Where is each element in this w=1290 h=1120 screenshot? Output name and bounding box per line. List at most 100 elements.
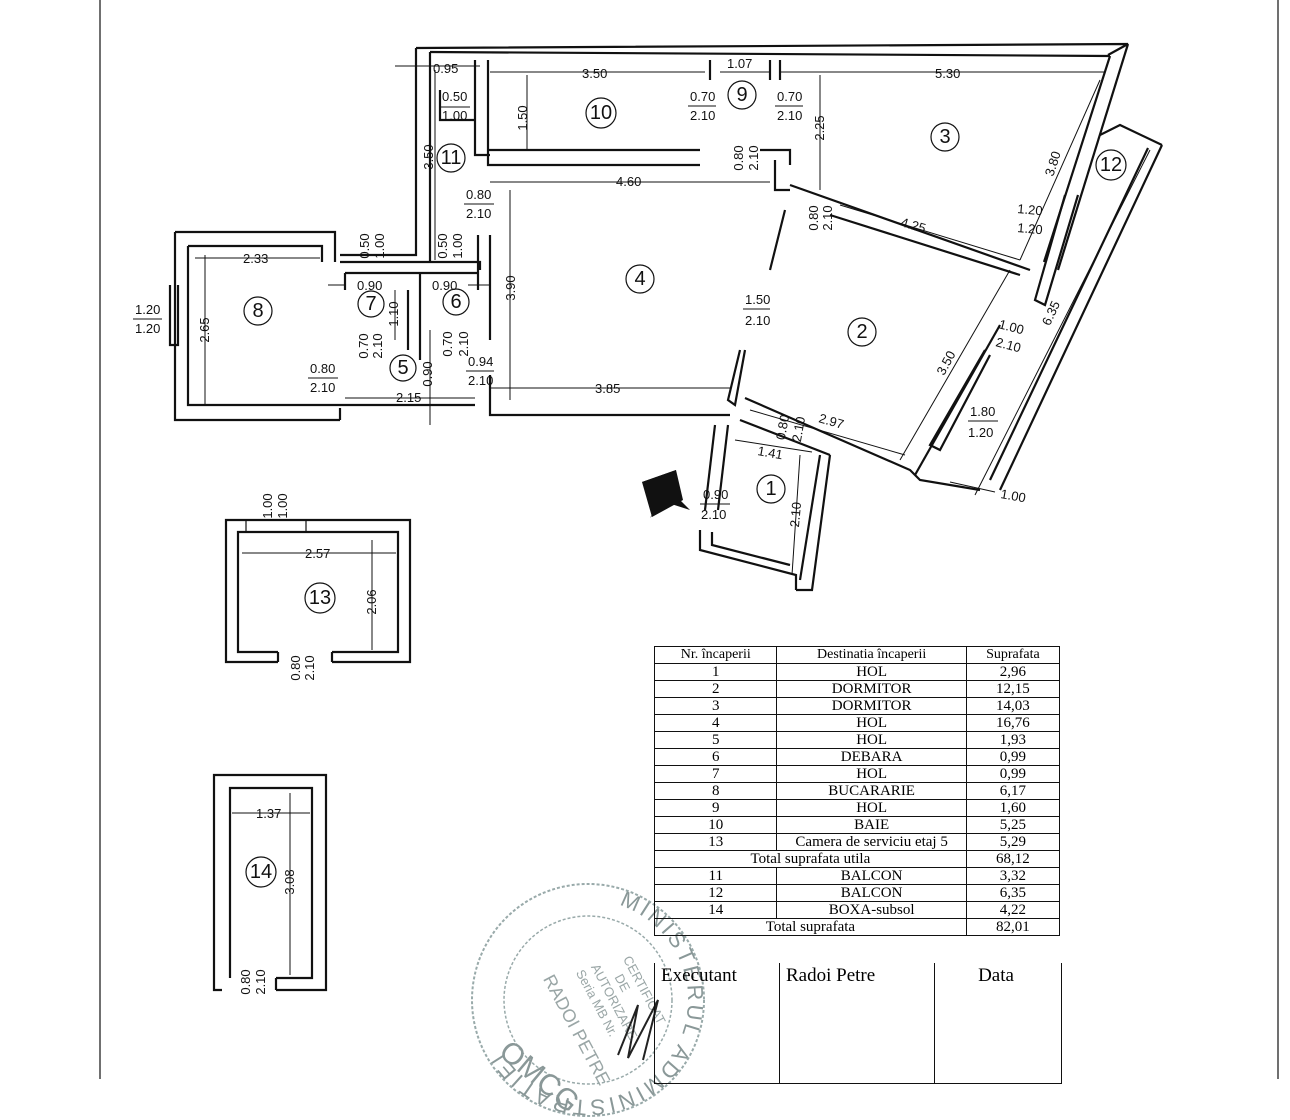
svg-text:9: 9 [736, 84, 747, 106]
dim-label: 3.50 [933, 348, 958, 377]
total-utila-label: Total suprafata utila [654, 850, 967, 868]
dim-label: 1.20 [135, 302, 160, 317]
svg-text:6: 6 [450, 291, 461, 313]
dim-label: 0.95 [433, 61, 458, 76]
dim-label: 1.80 [970, 404, 995, 419]
room-marker-5: 5 [389, 354, 417, 382]
signature-block: Executant Radoi Petre Data [654, 963, 1062, 1084]
room-13-plan: 1.00 1.00 2.57 2.06 0.80 2.10 [224, 493, 412, 681]
signature-scribble-icon [617, 999, 659, 1061]
total-value: 82,01 [965, 918, 1061, 936]
dim-label: 0.50 [357, 233, 372, 258]
room-area: 14,03 [965, 697, 1061, 715]
dim-label: 1.10 [386, 301, 401, 326]
dim-label: 2.10 [745, 313, 770, 328]
dim-label: 2.10 [253, 969, 268, 994]
executant-label: Executant [655, 963, 780, 1083]
room-number: 10 [653, 816, 778, 834]
dim-label: 1.00 [372, 233, 387, 258]
svg-text:7: 7 [365, 293, 376, 315]
room-number: 7 [653, 765, 778, 783]
dim-label: 2.10 [746, 145, 761, 170]
dim-label: 2.10 [466, 206, 491, 221]
svg-text:3: 3 [939, 126, 950, 148]
dim-label: 2.10 [370, 333, 385, 358]
entrance-arrow-body [642, 470, 683, 517]
dim-label: 0.94 [468, 354, 493, 369]
room-area: 0,99 [965, 765, 1061, 783]
dim-label: 1.50 [745, 292, 770, 307]
executant-name: Radoi Petre [780, 963, 935, 1083]
dim-label: 0.80 [288, 655, 303, 680]
dim-label: 2.10 [789, 415, 808, 443]
dim-label: 3.85 [595, 381, 620, 396]
floor-plan-sheet: 0.95 3.50 1.07 5.30 0.50 1.00 1.50 0.70 … [99, 0, 1279, 1079]
dim-label: 1.00 [450, 233, 465, 258]
room-number: 4 [653, 714, 778, 732]
dim-label: 2.10 [690, 108, 715, 123]
room-area: 12,15 [965, 680, 1061, 698]
total-utila-value: 68,12 [965, 850, 1061, 868]
room-marker-7: 7 [357, 290, 385, 318]
table-header: Nr. încaperii [653, 646, 778, 664]
dim-label: 2.10 [777, 108, 802, 123]
dim-label: 1.00 [260, 493, 275, 518]
room-area: 1,60 [965, 799, 1061, 817]
room-marker-10: 10 [585, 97, 617, 129]
dim-label: 4.25 [899, 214, 927, 235]
room-number: 3 [653, 697, 778, 715]
room-purpose: DEBARA [776, 748, 967, 766]
dim-label: 1.41 [756, 443, 784, 462]
dim-label: 0.80 [731, 145, 746, 170]
room-purpose: HOL [776, 663, 967, 681]
room-marker-8: 8 [243, 296, 273, 326]
table-row-total: Total suprafata 82,01 [654, 918, 1061, 936]
dim-label: 2.10 [820, 205, 835, 230]
room-number: 11 [653, 867, 778, 885]
dim-label: 2.10 [456, 331, 471, 356]
svg-text:5: 5 [397, 357, 408, 379]
room-area: 3,32 [965, 867, 1061, 885]
svg-text:1: 1 [765, 478, 776, 500]
room-area: 6,17 [965, 782, 1061, 800]
room-area: 1,93 [965, 731, 1061, 749]
dim-label: 2.25 [812, 115, 827, 140]
dim-label: 2.10 [310, 380, 335, 395]
svg-text:14: 14 [250, 861, 272, 883]
svg-text:11: 11 [441, 147, 462, 169]
dim-label: 0.70 [777, 89, 802, 104]
dim-label: 3.50 [582, 66, 607, 81]
dim-label: 2.57 [305, 546, 330, 561]
room-marker-11: 11 [436, 143, 466, 173]
room-14-plan: 1.37 3.08 0.80 2.10 [212, 773, 328, 995]
svg-text:13: 13 [309, 587, 331, 609]
total-label: Total suprafata [654, 918, 967, 936]
room-number: 13 [653, 833, 778, 851]
room-purpose: BAIE [776, 816, 967, 834]
dim-label: 0.80 [466, 187, 491, 202]
room-area: 0,99 [965, 748, 1061, 766]
room-marker-3: 3 [930, 122, 960, 152]
svg-text:4: 4 [634, 268, 645, 290]
svg-text:12: 12 [1100, 154, 1122, 176]
room-number: 9 [653, 799, 778, 817]
dim-label: 1.50 [515, 105, 530, 130]
dim-label: 0.90 [432, 278, 457, 293]
surface-table: Nr. încaperii Destinatia încaperii Supra… [653, 646, 1061, 936]
dim-label: 2.10 [302, 655, 317, 680]
table-row-total-utila: Total suprafata utila 68,12 [654, 850, 1061, 868]
room-marker-6: 6 [442, 288, 470, 316]
svg-text:2: 2 [856, 321, 867, 343]
dim-label: 3.90 [503, 275, 518, 300]
